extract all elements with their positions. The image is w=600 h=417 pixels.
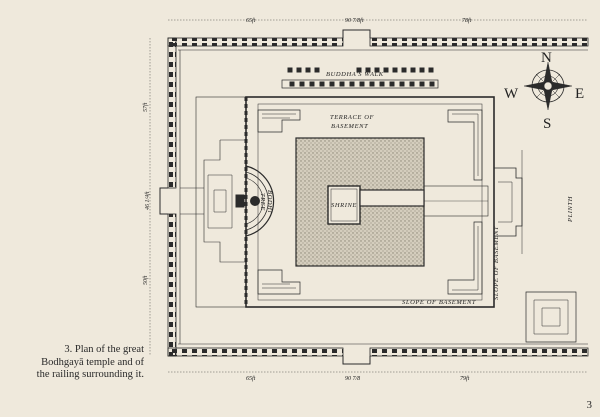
dim-bottom-right: 79ft (460, 375, 470, 382)
dim-bottom-center: 90 7/8 (345, 376, 360, 382)
dim-top-right: 78ft (462, 17, 472, 24)
label-basement: BASEMENT (331, 123, 368, 130)
label-bodhi: BODHI (266, 190, 273, 213)
page-number: 3 (586, 399, 593, 411)
dim-left-bottom: 50ft (142, 275, 149, 285)
compass-south: S (543, 116, 551, 132)
label-slope-bottom: SLOPE OF BASEMENT (402, 299, 476, 306)
dimension-lines (149, 19, 588, 373)
dim-left-center: 46 1/4ft (144, 191, 151, 210)
label-shrine: SHRINE (331, 202, 357, 209)
temple-main (295, 137, 489, 267)
label-buddhas-walk: BUDDHA'S WALK (326, 71, 384, 78)
label-terrace: TERRACE OF (330, 114, 375, 121)
caption-line-2: Bodhgayā temple and of (41, 356, 144, 368)
caption-line-1: 3. Plan of the great (64, 344, 144, 355)
caption-line-3: the railing surrounding it. (36, 369, 144, 380)
compass-west: W (504, 86, 519, 102)
dim-left-top: 57ft (142, 102, 149, 112)
label-slope-right: SLOPE OF BASEMENT (493, 226, 500, 300)
compass-rose (523, 61, 573, 111)
dim-top-left: 65ft (246, 17, 256, 24)
label-tree: TREE (259, 193, 266, 211)
dim-bottom-left: 65ft (246, 375, 256, 382)
figure-caption: 3. Plan of the great Bodhgayā temple and… (4, 344, 144, 382)
railing (159, 29, 589, 365)
compass-east: E (575, 86, 584, 102)
label-plinth: PLINTH (567, 196, 574, 223)
bodhi-tree-apse (180, 139, 275, 263)
dim-top-center: 90 7/8ft (345, 17, 364, 24)
compass-north: N (541, 50, 552, 66)
east-entrance (494, 150, 577, 343)
buddhas-walk (281, 67, 439, 89)
